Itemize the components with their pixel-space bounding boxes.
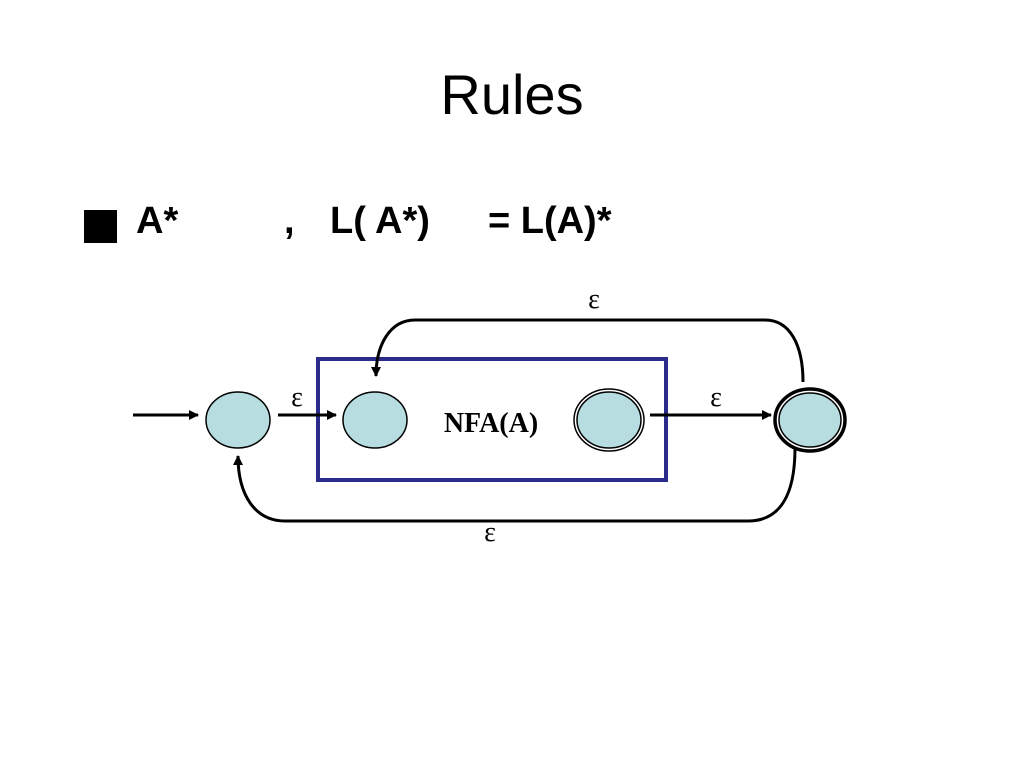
bullet-square — [84, 210, 117, 243]
top-loop-transition — [371, 318, 805, 383]
nfa-accept-state — [576, 391, 642, 449]
bullet-expression: A* — [136, 200, 179, 242]
new-start-state — [205, 391, 271, 449]
epsilon-label-nfa-to-final: ε — [710, 382, 722, 413]
nfa-box — [316, 357, 668, 482]
bullet-equality: = L(A)* — [488, 200, 612, 242]
slide-title: Rules — [440, 63, 584, 126]
epsilon-label-bottom-loop: ε — [484, 517, 496, 548]
new-final-state — [778, 392, 842, 448]
epsilon-label-start-to-nfa: ε — [291, 382, 303, 413]
epsilon-label-top-loop: ε — [588, 284, 600, 315]
nfa-box-label: NFA(A) — [444, 408, 538, 439]
nfa-start-state — [342, 391, 408, 449]
bottom-loop-transition — [233, 447, 797, 523]
bullet-language: L( A*) — [330, 200, 430, 242]
bullet-comma: , — [284, 200, 295, 242]
